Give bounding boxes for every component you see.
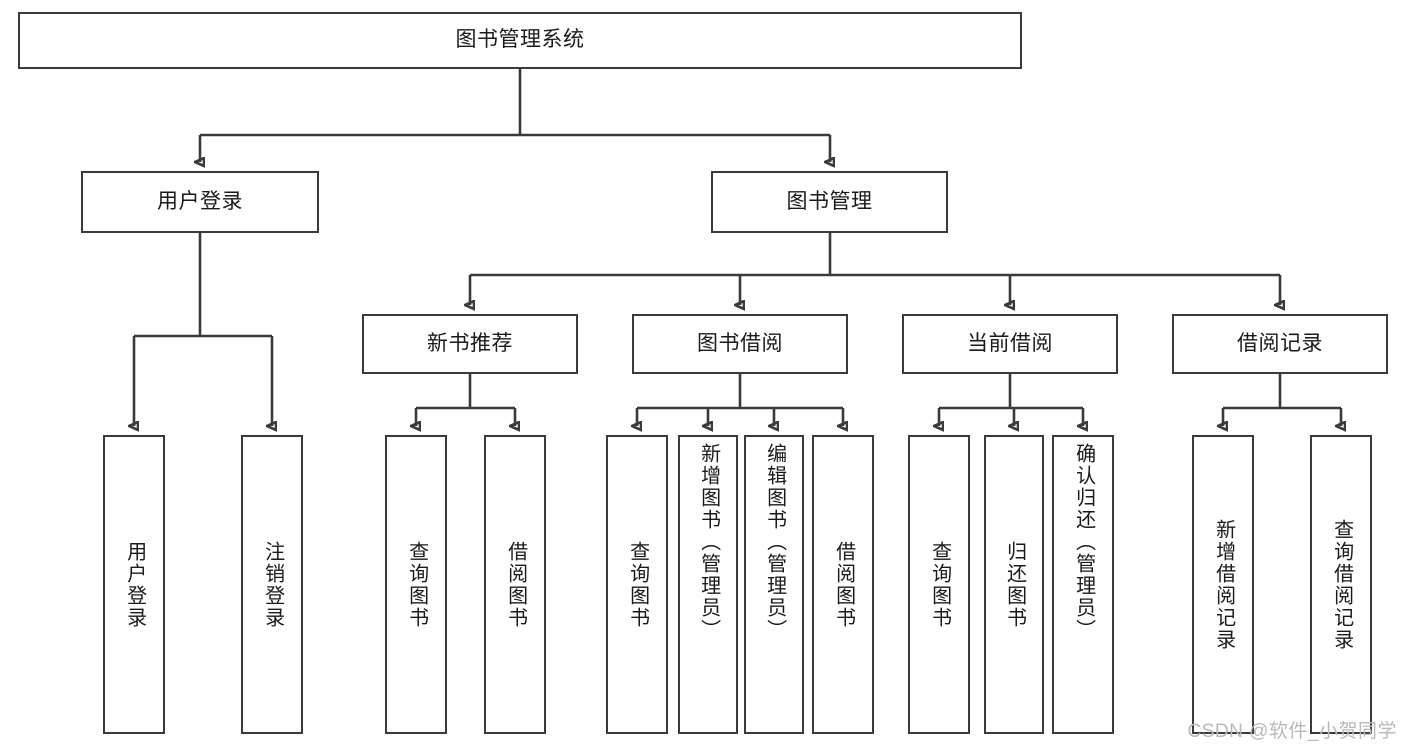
node-book-management[interactable]: 图书管理 [711, 171, 948, 233]
leaf-query-book-recommend-label: 查询图书 [405, 540, 428, 629]
leaf-user-login[interactable]: 用户登录 [103, 435, 165, 734]
leaf-logout[interactable]: 注销登录 [241, 435, 303, 734]
node-new-book-recommend-label: 新书推荐 [427, 331, 513, 355]
leaf-edit-book-admin[interactable]: 编辑图书（管理员） [744, 435, 804, 734]
watermark-credit: CSDN @软件_小贺同学 [1187, 721, 1397, 742]
leaf-add-borrow-record[interactable]: 新增借阅记录 [1192, 435, 1254, 734]
leaf-edit-book-admin-label: 编辑图书（管理员） [763, 443, 786, 641]
node-root-system[interactable]: 图书管理系统 [18, 12, 1022, 69]
leaf-query-book-current[interactable]: 查询图书 [908, 435, 970, 734]
leaf-add-borrow-record-label: 新增借阅记录 [1212, 518, 1235, 651]
leaf-query-book-current-label: 查询图书 [928, 540, 951, 629]
leaf-confirm-return-admin[interactable]: 确认归还（管理员） [1052, 435, 1114, 734]
leaf-user-login-label: 用户登录 [123, 540, 146, 629]
node-borrow-record[interactable]: 借阅记录 [1172, 314, 1388, 374]
leaf-logout-label: 注销登录 [261, 540, 284, 629]
leaf-confirm-return-admin-label: 确认归还（管理员） [1072, 443, 1095, 641]
leaf-query-book-recommend[interactable]: 查询图书 [385, 435, 447, 734]
node-new-book-recommend[interactable]: 新书推荐 [362, 314, 578, 374]
leaf-query-book-borrow[interactable]: 查询图书 [606, 435, 668, 734]
node-current-borrow-label: 当前借阅 [967, 331, 1053, 355]
leaf-query-borrow-record[interactable]: 查询借阅记录 [1310, 435, 1372, 734]
node-borrow-record-label: 借阅记录 [1237, 331, 1323, 355]
leaf-borrow-book-recommend-label: 借阅图书 [504, 540, 527, 629]
node-book-management-label: 图书管理 [786, 189, 873, 213]
leaf-add-book-admin[interactable]: 新增图书（管理员） [678, 435, 738, 734]
leaf-add-book-admin-label: 新增图书（管理员） [697, 443, 720, 641]
node-current-borrow[interactable]: 当前借阅 [902, 314, 1118, 374]
node-user-login[interactable]: 用户登录 [81, 171, 319, 233]
leaf-query-borrow-record-label: 查询借阅记录 [1330, 518, 1353, 651]
node-root-label: 图书管理系统 [455, 28, 585, 52]
leaf-return-book-label: 归还图书 [1003, 540, 1026, 629]
leaf-borrow-book[interactable]: 借阅图书 [812, 435, 874, 734]
node-user-login-label: 用户登录 [157, 189, 243, 213]
node-book-borrow-label: 图书借阅 [697, 331, 783, 355]
leaf-borrow-book-label: 借阅图书 [832, 540, 855, 629]
leaf-return-book[interactable]: 归还图书 [984, 435, 1044, 734]
leaf-borrow-book-recommend[interactable]: 借阅图书 [484, 435, 546, 734]
node-book-borrow[interactable]: 图书借阅 [632, 314, 848, 374]
leaf-query-book-borrow-label: 查询图书 [626, 540, 649, 629]
